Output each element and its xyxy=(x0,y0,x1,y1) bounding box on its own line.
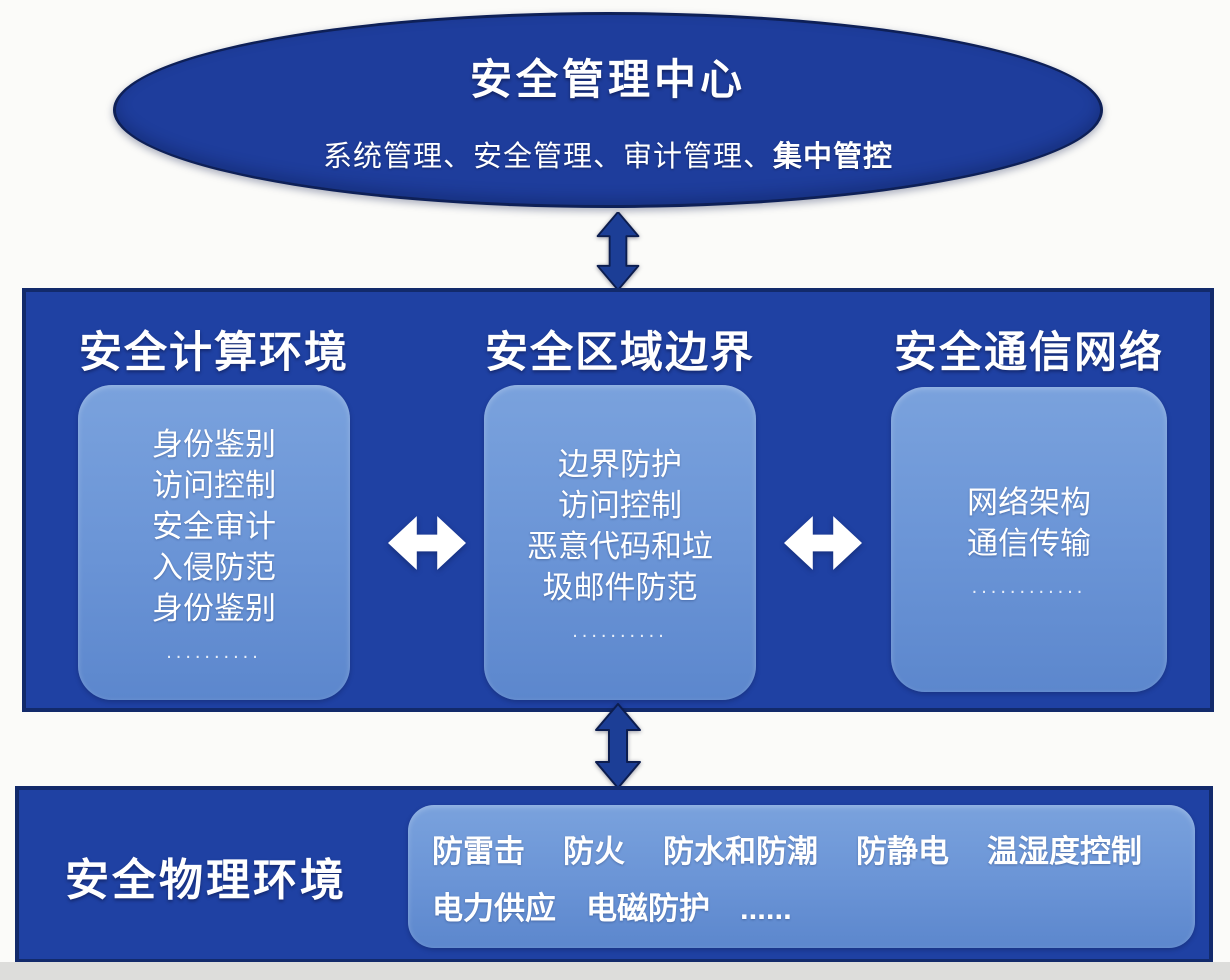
ellipsis-dots: .......... xyxy=(166,640,262,663)
measure-item: 防雷击 xyxy=(432,833,525,869)
ellipse-subtitle-bold: 集中管控 xyxy=(773,140,894,173)
box-item: 访问控制 xyxy=(558,488,682,523)
box-item: 恶意代码和垃圾邮件防范 xyxy=(527,529,713,605)
security-management-center-node: 安全管理中心 系统管理、安全管理、审计管理、集中管控 xyxy=(113,12,1103,208)
measure-item: 防水和防潮 xyxy=(663,833,818,869)
ellipse-subtitle: 系统管理、安全管理、审计管理、集中管控 xyxy=(323,133,893,175)
measure-item: 电磁防护 xyxy=(586,890,710,926)
middle-panel: 安全计算环境 安全区域边界 安全通信网络 身份鉴别 访问控制 安全审计 入侵防范… xyxy=(22,288,1214,712)
column-heading-communication-network: 安全通信网络 xyxy=(894,329,1164,377)
ellipsis-dots: ............ xyxy=(971,576,1087,598)
measure-item: 温湿度控制 xyxy=(987,833,1142,869)
column-heading-area-boundary: 安全区域边界 xyxy=(485,329,755,377)
physical-environment-heading: 安全物理环境 xyxy=(65,856,347,905)
ellipsis-dots: ...... xyxy=(740,890,792,926)
measure-item: 防火 xyxy=(563,833,625,869)
double-arrow-vertical-icon xyxy=(595,703,641,789)
box-item: 身份鉴别 xyxy=(152,426,276,462)
physical-environment-box: 防雷击 防火 防水和防潮 防静电 温湿度控制 电力供应 电磁防护 ...... xyxy=(408,805,1195,948)
box-item: 入侵防范 xyxy=(152,549,276,585)
box-item: 访问控制 xyxy=(152,467,276,503)
computing-environment-box: 身份鉴别 访问控制 安全审计 入侵防范 身份鉴别 .......... xyxy=(78,385,350,700)
double-arrow-vertical-icon xyxy=(596,212,640,290)
communication-network-box: 网络架构 通信传输 ............ xyxy=(891,387,1167,692)
physical-measures-line-1: 防雷击 防火 防水和防潮 防静电 温湿度控制 xyxy=(432,826,1195,871)
double-arrow-horizontal-icon xyxy=(388,516,466,570)
box-item: 网络架构 xyxy=(967,485,1091,520)
box-item: 安全审计 xyxy=(152,508,276,544)
ellipse-subtitle-regular: 系统管理、安全管理、审计管理、 xyxy=(322,140,773,173)
box-item: 通信传输 xyxy=(967,526,1091,561)
column-heading-computing-environment: 安全计算环境 xyxy=(79,329,349,377)
box-item: 边界防护 xyxy=(558,447,682,482)
area-boundary-box: 边界防护 访问控制 恶意代码和垃圾邮件防范 .......... xyxy=(484,385,756,700)
measure-item: 防静电 xyxy=(856,833,949,869)
bottom-panel: 安全物理环境 防雷击 防火 防水和防潮 防静电 温湿度控制 电力供应 电磁防护 … xyxy=(15,786,1213,963)
footer-strip xyxy=(0,962,1230,980)
box-item: 身份鉴别 xyxy=(152,590,276,626)
ellipse-title: 安全管理中心 xyxy=(469,55,746,103)
measure-item: 电力供应 xyxy=(432,890,556,926)
physical-measures-line-2: 电力供应 电磁防护 ...... xyxy=(432,883,1195,928)
ellipsis-dots: .......... xyxy=(572,620,668,642)
double-arrow-horizontal-icon xyxy=(784,516,862,570)
